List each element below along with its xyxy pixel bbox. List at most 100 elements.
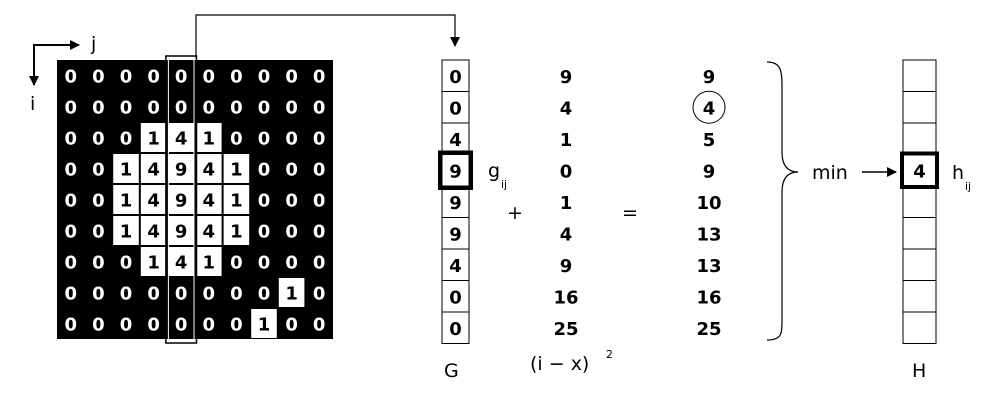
matrix-cell: 0 [258,160,271,181]
g-cell-value: 9 [449,224,462,245]
matrix-cell: 0 [230,253,243,274]
matrix-cell-bg [196,185,222,214]
matrix-cell: 0 [175,98,188,119]
matrix-cell-bg [196,123,222,152]
matrix-cell: 0 [258,284,271,305]
matrix-cell: 0 [120,253,133,274]
matrix-cell-bg [113,185,139,214]
h-cell [902,280,937,313]
h-element-label: h [952,162,964,184]
matrix-cell: 0 [120,98,133,119]
g-highlight [438,150,473,190]
matrix-cell: 1 [120,222,133,243]
matrix-cell: 0 [230,98,243,119]
matrix-cell-bg [196,154,222,183]
h-cell [902,91,937,124]
g-element-label: g [488,160,500,182]
matrix-cell: 0 [203,67,216,88]
g-cell-value: 9 [449,161,462,182]
matrix-cell: 4 [203,160,216,181]
matrix-cell: 0 [285,315,298,336]
matrix-cell: 0 [147,98,160,119]
g-cell [441,185,470,218]
sum-value: 9 [703,161,716,182]
matrix-cell: 0 [258,98,271,119]
matrix-cell: 0 [313,191,326,212]
matrix-cell: 0 [65,160,78,181]
matrix-cell: 0 [175,67,188,88]
matrix-cell-bg [168,123,194,152]
squared-distance-value: 0 [560,161,573,182]
matrix-cell: 0 [258,67,271,88]
matrix-cell: 0 [65,315,78,336]
h-column: 4 [900,59,939,344]
g-cell-value: 0 [449,319,462,340]
h-cell [902,185,937,218]
matrix-cell-bg [113,154,139,183]
sum-value: 10 [696,193,721,214]
matrix-cell: 1 [203,129,216,150]
matrix-cell: 1 [230,191,243,212]
matrix-cell: 0 [230,284,243,305]
matrix-cell: 0 [92,253,105,274]
h-cell-value: 4 [913,161,926,182]
matrix-cell: 0 [258,191,271,212]
h-cell [902,311,937,344]
matrix-cell: 0 [92,191,105,212]
axis-indicator: j i [29,33,96,115]
matrix-cell: 0 [92,315,105,336]
matrix-cell-bg [168,216,194,245]
matrix-cell: 0 [285,253,298,274]
g-cell-value: 9 [449,193,462,214]
matrix-cell-bg [140,185,167,214]
matrix-cell: 0 [258,253,271,274]
matrix-cell: 1 [230,222,243,243]
squared-distance-value: 1 [560,130,573,151]
sum-value: 25 [696,319,721,340]
matrix-cell: 1 [147,129,160,150]
matrix-cell-bg [196,216,222,245]
matrix-cell: 0 [175,284,188,305]
matrix-cell: 0 [65,284,78,305]
matrix-cell: 9 [175,222,188,243]
matrix-cell: 0 [285,160,298,181]
h-element-subscript: ij [965,180,971,193]
matrix-cell: 4 [203,191,216,212]
g-cell [441,311,470,344]
h-cell [902,122,937,155]
matrix-cell: 1 [147,253,160,274]
matrix-cell: 0 [175,315,188,336]
plus-sign: + [507,202,523,224]
matrix-cell: 1 [120,191,133,212]
matrix-cell: 0 [65,191,78,212]
matrix-cell: 1 [203,253,216,274]
matrix-cell: 1 [258,315,271,336]
squared-distance-value: 16 [553,287,578,308]
sum-value: 9 [703,67,716,88]
min-label: min [812,162,848,184]
squared-distance-value: 9 [560,67,573,88]
matrix-cell-bg [223,185,250,214]
matrix-cell: 0 [313,222,326,243]
g-column-label: G [444,360,459,382]
h-cell [902,217,937,250]
squared-distance-value: 4 [560,224,573,245]
matrix-cell: 0 [92,67,105,88]
matrix-cell: 0 [313,315,326,336]
g-cell [441,248,470,281]
matrix-cell: 0 [313,129,326,150]
matrix-cell: 0 [313,284,326,305]
matrix-cell: 0 [230,315,243,336]
matrix-cell: 0 [65,98,78,119]
matrix-cell: 0 [65,253,78,274]
matrix-cell: 0 [230,67,243,88]
sum-value: 16 [696,287,721,308]
matrix-cell-bg [196,247,222,276]
g-cell [441,59,470,92]
matrix-cell: 4 [175,129,188,150]
matrix-cell: 4 [175,253,188,274]
matrix-cell-bg [251,309,277,338]
